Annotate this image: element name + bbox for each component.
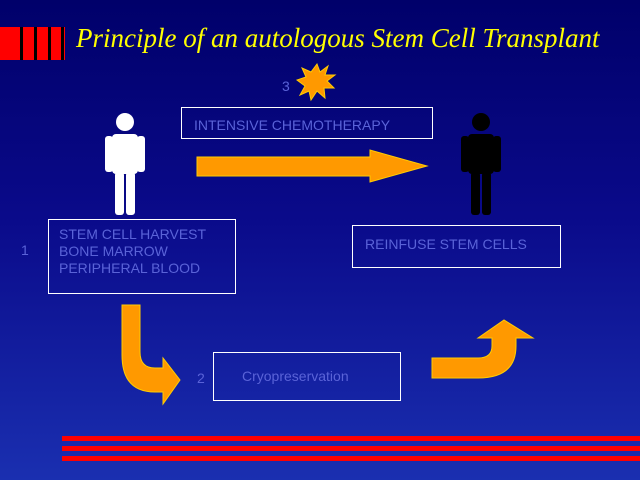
- white-person-icon: [105, 113, 145, 215]
- red-block-decoration: [0, 27, 65, 60]
- bottom-red-stripes: [62, 436, 640, 461]
- reinfuse-box: REINFUSE STEM CELLS: [352, 225, 561, 268]
- cryopreservation-box: Cryopreservation: [213, 352, 401, 401]
- harvest-line-3: PERIPHERAL BLOOD: [59, 260, 201, 276]
- up-curve-arrow: [431, 319, 535, 379]
- step-number-3: 3: [282, 78, 290, 94]
- step-number-2: 2: [197, 370, 205, 386]
- black-person-icon: [461, 113, 501, 215]
- harvest-line-1: STEM CELL HARVEST: [59, 226, 207, 242]
- right-arrow: [196, 149, 429, 183]
- starburst-icon: [295, 62, 337, 102]
- page-title: Principle of an autologous Stem Cell Tra…: [76, 23, 600, 53]
- chemotherapy-box: INTENSIVE CHEMOTHERAPY: [181, 107, 433, 139]
- harvest-box: STEM CELL HARVEST BONE MARROW PERIPHERAL…: [48, 219, 236, 294]
- harvest-line-2: BONE MARROW: [59, 243, 168, 259]
- step-number-1: 1: [21, 242, 29, 258]
- down-curve-arrow: [121, 304, 181, 406]
